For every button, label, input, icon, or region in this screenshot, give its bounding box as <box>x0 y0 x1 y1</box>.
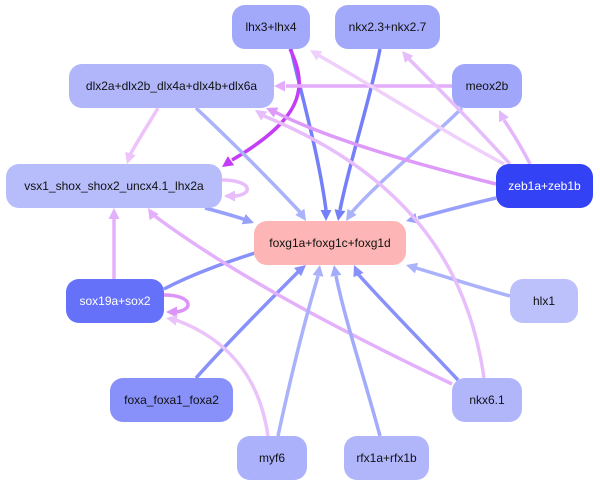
edge-arrowhead <box>274 80 285 92</box>
edge-arrowhead <box>255 110 268 121</box>
edge-zeb1-dlx <box>266 107 497 186</box>
edge-line <box>231 48 301 162</box>
node-hlx1[interactable]: hlx1 <box>510 279 578 323</box>
edge-arrowhead <box>353 265 364 278</box>
edge-line <box>406 56 512 166</box>
edge-arrowhead <box>312 265 324 277</box>
node-rfx1a-rfx1b[interactable]: rfx1a+rfx1b <box>344 436 429 480</box>
edge-zeb1-lhx3 <box>310 50 505 166</box>
node-nkx6-1[interactable]: nkx6.1 <box>452 378 522 422</box>
edge-rfx1-foxg1 <box>330 265 382 437</box>
edge-line <box>356 272 460 382</box>
edge-line <box>334 275 382 437</box>
edge-zeb1-foxg1 <box>406 196 497 224</box>
edge-line <box>128 107 160 156</box>
edge-nkx23-foxg1 <box>334 48 382 221</box>
edge-sox19a-vsx1 <box>108 208 120 279</box>
edge-arrowhead <box>294 265 306 277</box>
edge-arrowhead <box>346 208 357 221</box>
node-zeb1a-zeb1b[interactable]: zeb1a+zeb1b <box>496 164 593 208</box>
edge-line <box>274 110 497 186</box>
edge-nkx61-vsx1 <box>148 208 453 386</box>
edge-arrowhead <box>108 208 120 219</box>
edge-line <box>194 106 302 214</box>
node-myf6[interactable]: myf6 <box>237 436 307 480</box>
edge-zeb1-nkx23 <box>402 51 512 166</box>
edge-nkx61-dlx <box>255 110 486 379</box>
edge-arrowhead <box>334 209 346 221</box>
edge-arrowhead <box>148 208 159 221</box>
edge-zeb1-meox2b <box>499 110 532 165</box>
edge-arrowhead <box>330 265 342 277</box>
edge-hlx1-foxg1 <box>406 262 511 298</box>
edge-line <box>150 212 453 386</box>
edge-arrowhead <box>402 51 414 63</box>
edge-arrowhead <box>241 213 254 225</box>
edge-line <box>175 318 270 437</box>
edge-arrowhead <box>224 190 235 202</box>
edge-arrowhead <box>222 156 235 167</box>
node-lhx3-lhx4[interactable]: lhx3+lhx4 <box>232 5 310 49</box>
edge-arrowhead <box>499 110 509 123</box>
edge-line <box>502 119 532 165</box>
edge-line <box>276 275 320 437</box>
edge-arrowhead <box>310 50 323 61</box>
edge-line <box>338 48 382 211</box>
edge-foxa-foxg1 <box>194 265 306 380</box>
edge-arrowhead <box>125 151 136 164</box>
edge-line <box>415 266 511 298</box>
edge-dlx-foxg1 <box>194 106 306 221</box>
edge-lhx3-vsx1 <box>222 48 301 167</box>
node-foxa[interactable]: foxa_foxa1_foxa2 <box>110 378 233 422</box>
edge-myf6-foxg1 <box>276 265 324 437</box>
edge-myf6-sox19a <box>166 314 270 437</box>
edge-vsx1-vsx1 <box>221 178 249 202</box>
edge-sox19a-sox19a <box>163 293 190 318</box>
edge-arrowhead <box>266 107 279 118</box>
node-nkx2-3-nkx2-7[interactable]: nkx2.3+nkx2.7 <box>335 5 440 49</box>
node-dlx[interactable]: dlx2a+dlx2b_dlx4a+dlx4b+dlx6a <box>69 64 274 108</box>
edge-dlx-vsx1 <box>125 107 160 164</box>
edge-vsx1-foxg1 <box>204 206 254 225</box>
edge-line <box>194 268 302 380</box>
edge-nkx61-foxg1 <box>353 265 460 382</box>
edge-arrowhead <box>406 262 419 274</box>
edge-arrowhead <box>295 208 306 221</box>
edge-line <box>317 53 505 166</box>
node-vsx1-shox[interactable]: vsx1_shox_shox2_uncx4.1_lhx2a <box>6 164 222 208</box>
edge-arrowhead <box>166 314 178 326</box>
node-foxg1[interactable]: foxg1a+foxg1c+foxg1d <box>254 221 406 265</box>
node-sox19a-sox2[interactable]: sox19a+sox2 <box>66 279 164 323</box>
edge-line <box>263 114 486 379</box>
edge-line <box>417 196 497 220</box>
edge-arrowhead <box>320 210 332 221</box>
edge-line <box>204 206 247 222</box>
node-meox2b[interactable]: meox2b <box>452 64 522 108</box>
edge-meox2b-foxg1 <box>346 106 464 221</box>
edge-arrowhead <box>166 306 177 318</box>
